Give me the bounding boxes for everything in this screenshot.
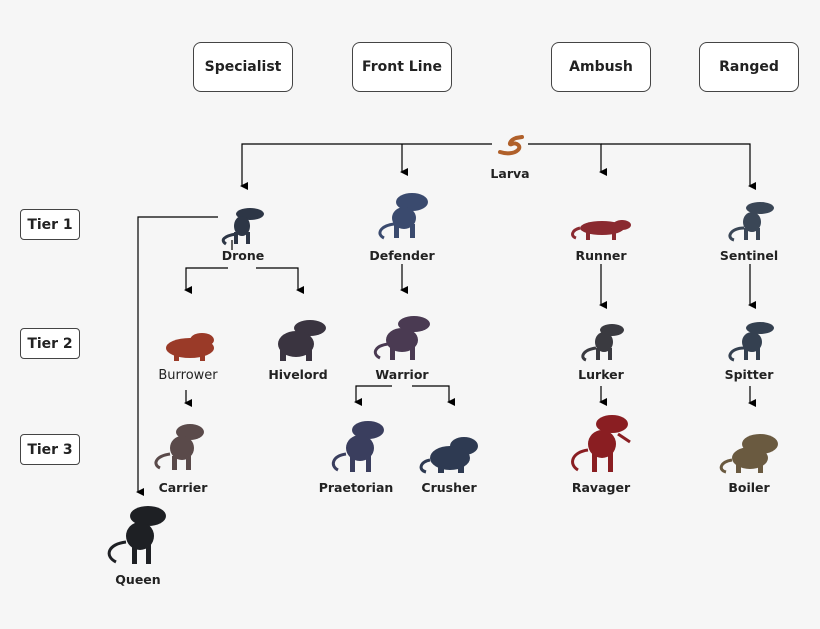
arrow-warrior-praetorian (354, 385, 392, 406)
burrower-sprite (166, 333, 214, 361)
category-front-line: Front Line (352, 42, 452, 92)
tier-1-label: Tier 1 (20, 209, 80, 240)
larva-sprite (498, 135, 524, 156)
category-specialist-label: Specialist (204, 59, 282, 75)
tier-3-text: Tier 3 (27, 441, 73, 458)
node-boiler: Boiler (728, 480, 770, 495)
crusher-sprite (419, 437, 478, 474)
arrow-larva-sentinel (601, 143, 756, 190)
node-warrior: Warrior (375, 367, 429, 382)
node-defender: Defender (369, 248, 435, 263)
warrior-sprite (373, 316, 430, 360)
node-runner: Runner (575, 248, 627, 263)
category-ranged: Ranged (699, 42, 799, 92)
boiler-sprite (719, 434, 778, 474)
node-lurker: Lurker (578, 367, 624, 382)
category-ranged-label: Ranged (719, 59, 779, 75)
node-queen: Queen (115, 572, 161, 587)
runner-sprite (571, 220, 631, 240)
node-sentinel: Sentinel (719, 248, 779, 263)
arrow-drone-queen (136, 216, 218, 496)
queen-sprite (107, 506, 166, 564)
carrier-sprite (154, 424, 204, 470)
category-front-line-label: Front Line (362, 59, 442, 75)
arrow-larva-drone (240, 143, 492, 190)
spitter-sprite (728, 322, 774, 362)
arrow-drone-burrower (184, 267, 228, 294)
tier-3-label: Tier 3 (20, 434, 80, 465)
node-burrower: Burrower (158, 368, 218, 383)
category-ambush: Ambush (551, 42, 651, 92)
node-carrier: Carrier (158, 480, 208, 495)
sentinel-sprite (728, 202, 774, 242)
category-ambush-label: Ambush (569, 59, 633, 75)
arrow-warrior-crusher (412, 385, 455, 406)
tier-2-label: Tier 2 (20, 328, 80, 359)
drone-sprite (221, 208, 264, 246)
hivelord-sprite (278, 320, 326, 361)
node-crusher: Crusher (421, 480, 477, 495)
ravager-sprite (571, 415, 631, 472)
node-larva: Larva (490, 166, 530, 181)
praetorian-sprite (331, 421, 384, 472)
tier-2-text: Tier 2 (27, 335, 73, 352)
node-hivelord: Hivelord (268, 367, 328, 382)
arrow-drone-hivelord (256, 267, 304, 294)
node-ravager: Ravager (571, 480, 631, 495)
category-specialist: Specialist (193, 42, 293, 92)
lurker-sprite (581, 324, 624, 362)
node-drone: Drone (221, 248, 265, 263)
node-spitter: Spitter (724, 367, 774, 382)
node-praetorian: Praetorian (318, 480, 394, 495)
tier-1-text: Tier 1 (27, 216, 73, 233)
defender-sprite (378, 193, 428, 240)
